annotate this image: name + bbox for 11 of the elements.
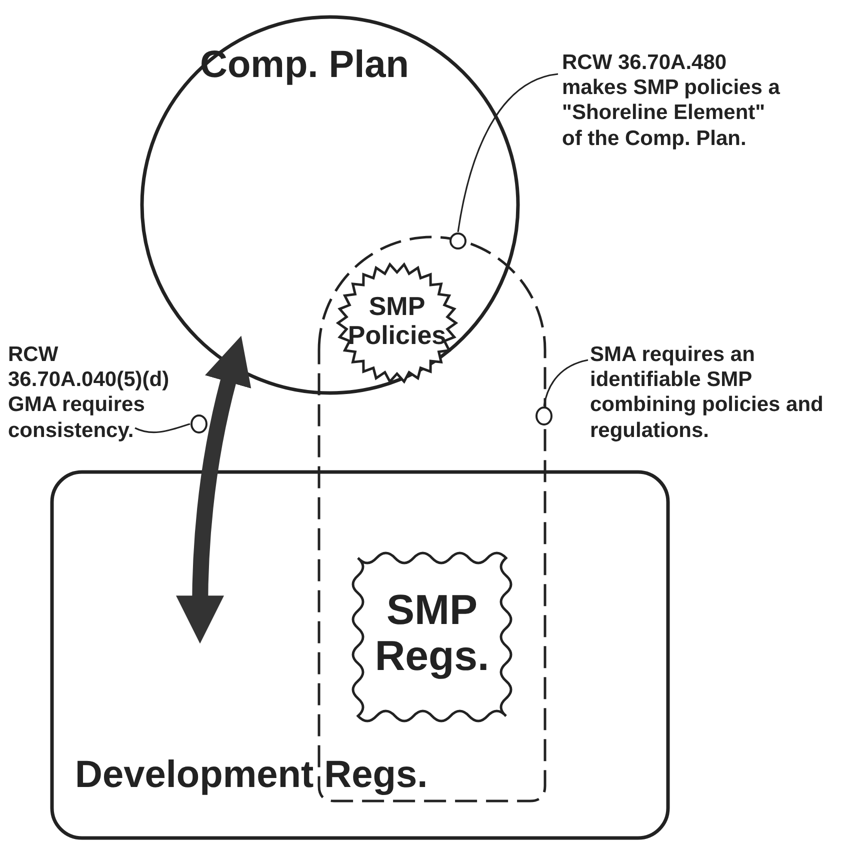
- node-label: Comp. Plan: [200, 45, 410, 87]
- node-label: SMP Policies: [346, 292, 448, 350]
- leader-line: [134, 423, 190, 434]
- leader-line: [457, 73, 558, 232]
- leader-line: [543, 359, 588, 406]
- double-arrow: [176, 336, 252, 644]
- annotation-text: SMA requires an identifiable SMP combining policies and regulations.: [590, 342, 830, 443]
- node-label: Development Regs.: [75, 755, 429, 797]
- annotation-text: RCW 36.70A.040(5)(d) GMA requires consistency.: [8, 342, 198, 443]
- annotation-text: RCW 36.70A.480 makes SMP policies a "Shoreline Element" of the Comp. Plan.: [562, 50, 787, 151]
- node-label: SMP Regs.: [374, 587, 490, 680]
